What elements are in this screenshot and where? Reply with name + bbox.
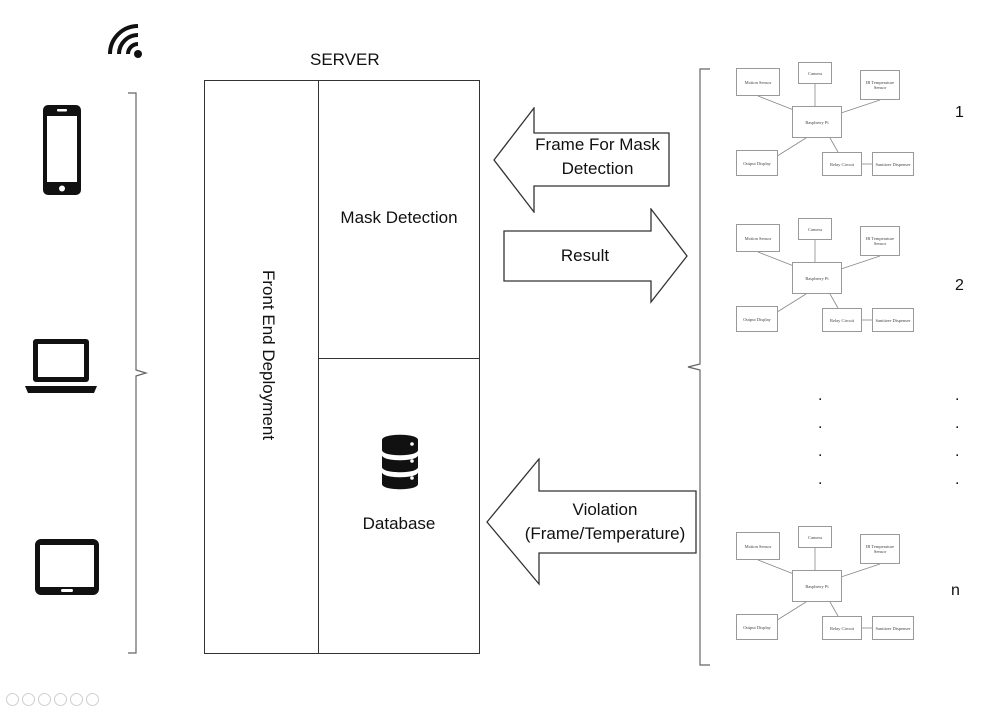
server-box <box>204 80 480 654</box>
node-diagram-1: Motion Sensor Camera IR Temperature Sensor… <box>734 62 934 182</box>
node-box-sanitizer: Sanitizer Dispenser <box>872 152 914 176</box>
tablet-icon <box>35 539 99 595</box>
smartphone-icon <box>43 105 81 195</box>
database-label: Database <box>362 514 436 533</box>
node-box-output: Output Display <box>736 150 778 176</box>
node-box-camera: Camera <box>798 218 832 240</box>
node-box-output: Output Display <box>736 614 778 640</box>
slides-icon[interactable] <box>54 693 67 706</box>
node-box-motion: Motion Sensor <box>736 532 780 560</box>
node-diagram-2: Motion Sensor Camera IR Temperature Sensor… <box>734 218 934 338</box>
frame-arrow-line2: Detection <box>561 159 634 178</box>
node-connectors <box>757 240 881 321</box>
connector-line <box>837 563 881 579</box>
violation-arrow-line2: (Frame/Temperature) <box>524 524 686 543</box>
violation-arrow-label: Violation (Frame/Temperature) <box>515 498 695 546</box>
connector-line <box>829 293 839 309</box>
connector-line <box>837 99 881 115</box>
node-box-ir: IR Temperature Sensor <box>860 534 900 564</box>
mask-detection-label: Mask Detection <box>340 208 458 227</box>
left-brace <box>128 92 149 654</box>
node-box-output: Output Display <box>736 306 778 332</box>
connector-line <box>829 601 839 617</box>
node-box-sanitizer: Sanitizer Dispenser <box>872 308 914 332</box>
node-box-pi: Raspberry Pi <box>792 570 842 602</box>
node-label-2: 2 <box>955 277 964 294</box>
server-divider <box>318 80 319 654</box>
database-icon <box>382 434 418 490</box>
node-box-relay: Relay Circuit <box>822 308 862 332</box>
slideshow-controls <box>6 693 99 706</box>
node-box-relay: Relay Circuit <box>822 152 862 176</box>
node-box-ir: IR Temperature Sensor <box>860 70 900 100</box>
pen-icon[interactable] <box>38 693 51 706</box>
node-box-motion: Motion Sensor <box>736 68 780 96</box>
connector-line <box>773 601 807 623</box>
frame-arrow-line1: Frame For Mask <box>535 135 660 154</box>
server-divider-horizontal <box>318 358 480 359</box>
frame-arrow-label: Frame For Mask Detection <box>525 133 670 181</box>
prev-slide-icon[interactable] <box>6 693 19 706</box>
wifi-icon <box>108 24 142 58</box>
result-arrow-label: Result <box>560 246 610 265</box>
ellipsis-dots-left: .... <box>818 387 823 488</box>
front-end-label: Front End Deployment <box>259 269 278 441</box>
node-box-sanitizer: Sanitizer Dispenser <box>872 616 914 640</box>
node-box-relay: Relay Circuit <box>822 616 862 640</box>
connector-line <box>837 255 881 271</box>
connector-line <box>773 137 807 159</box>
laptop-icon <box>25 339 97 393</box>
frame-arrow <box>493 107 670 213</box>
connector-line <box>829 137 839 153</box>
ellipsis-dots-right: .... <box>955 387 960 488</box>
node-box-ir: IR Temperature Sensor <box>860 226 900 256</box>
right-brace <box>687 68 710 666</box>
violation-arrow-line1: Violation <box>572 500 638 519</box>
more-options-icon[interactable] <box>86 693 99 706</box>
zoom-icon[interactable] <box>70 693 83 706</box>
node-box-camera: Camera <box>798 526 832 548</box>
node-diagram-n: Motion Sensor Camera IR Temperature Sensor… <box>734 526 934 646</box>
node-label-1: 1 <box>955 104 964 121</box>
node-box-motion: Motion Sensor <box>736 224 780 252</box>
connector-line <box>773 293 807 315</box>
result-arrow <box>503 208 688 304</box>
node-box-pi: Raspberry Pi <box>792 106 842 138</box>
next-slide-icon[interactable] <box>22 693 35 706</box>
node-box-pi: Raspberry Pi <box>792 262 842 294</box>
violation-arrow <box>486 458 697 586</box>
node-label-n: n <box>951 582 960 599</box>
node-box-camera: Camera <box>798 62 832 84</box>
server-title: SERVER <box>310 50 380 69</box>
